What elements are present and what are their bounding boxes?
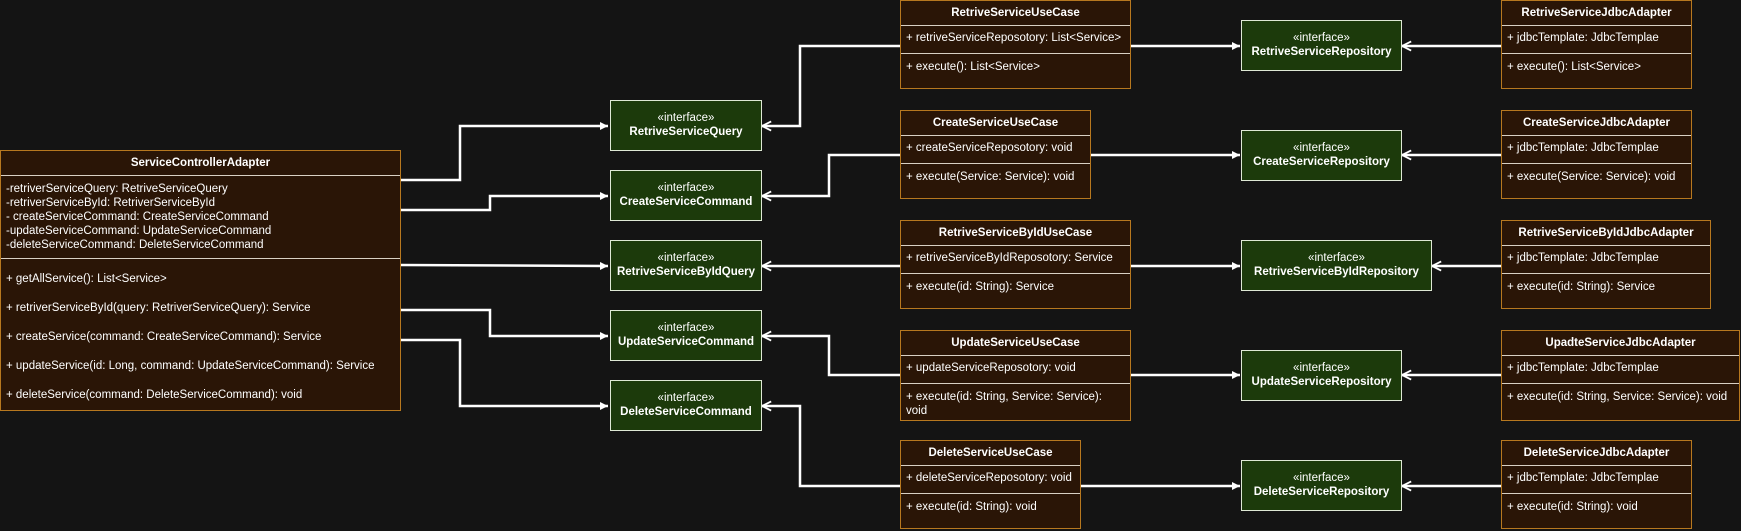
interface-stereotype: «interface» (1293, 472, 1350, 484)
attribute: + retriveServiceByIdReposotory: Service (901, 246, 1130, 274)
attribute: + jdbcTemplate: JdbcTemplae (1502, 356, 1739, 384)
interface-retrive-service-by-id-query[interactable]: «interface» RetriveServiceByIdQuery (610, 240, 762, 291)
attribute: + jdbcTemplate: JdbcTemplae (1502, 136, 1691, 164)
operation: + execute(Service: Service): void (1507, 171, 1676, 183)
class-name: UpdateServiceUseCase (901, 331, 1130, 356)
attribute: -deleteServiceCommand: DeleteServiceComm… (6, 239, 264, 251)
interface-name: DeleteServiceCommand (620, 406, 752, 418)
operation: + execute(): List<Service> (1507, 61, 1641, 73)
interface-create-service-command[interactable]: «interface» CreateServiceCommand (610, 170, 762, 221)
operation-section: + getAllService(): List<Service> + retri… (1, 259, 400, 414)
class-name: RetriveServiceByIdUseCase (901, 221, 1130, 246)
interface-name: UpdateServiceCommand (617, 336, 755, 348)
edge-controller-update-command (401, 308, 608, 340)
attribute: - createServiceCommand: CreateServiceCom… (6, 211, 269, 223)
operation: + execute(id: String, Service: Service):… (1507, 391, 1728, 403)
interface-retrive-service-by-id-repository[interactable]: «interface» RetriveServiceByIdRepository (1241, 240, 1432, 291)
interface-delete-service-command[interactable]: «interface» DeleteServiceCommand (610, 380, 762, 431)
class-retrive-service-use-case[interactable]: RetriveServiceUseCase + retriveServiceRe… (900, 0, 1131, 89)
attribute: + jdbcTemplate: JdbcTemplae (1502, 246, 1710, 274)
operation: + execute(Service: Service): void (906, 171, 1075, 183)
class-name: RetriveServiceJdbcAdapter (1502, 1, 1691, 26)
class-service-controller-adapter[interactable]: ServiceControllerAdapter -retriverServic… (0, 150, 401, 411)
class-delete-service-jdbc-adapter[interactable]: DeleteServiceJdbcAdapter + jdbcTemplate:… (1501, 440, 1692, 529)
interface-name: RetriveServiceRepository (1251, 46, 1392, 58)
operation: + execute(id: String): void (1507, 501, 1638, 513)
class-retrive-service-by-id-jdbc-adapter[interactable]: RetriveServiceByIdJdbcAdapter + jdbcTemp… (1501, 220, 1711, 309)
class-delete-service-use-case[interactable]: DeleteServiceUseCase + deleteServiceRepo… (900, 440, 1081, 529)
operation: + retriverServiceById(query: RetriverSer… (6, 302, 311, 314)
class-name: CreateServiceJdbcAdapter (1502, 111, 1691, 136)
interface-name: CreateServiceRepository (1253, 156, 1390, 168)
interface-stereotype: «interface» (657, 252, 715, 264)
interface-stereotype: «interface» (657, 182, 715, 194)
interface-name: DeleteServiceRepository (1253, 486, 1390, 498)
interface-create-service-repository[interactable]: «interface» CreateServiceRepository (1241, 130, 1402, 181)
interface-update-service-command[interactable]: «interface» UpdateServiceCommand (610, 310, 762, 361)
operation: + deleteService(command: DeleteServiceCo… (6, 389, 303, 401)
class-name: DeleteServiceUseCase (901, 441, 1080, 466)
class-retrive-service-jdbc-adapter[interactable]: RetriveServiceJdbcAdapter + jdbcTemplate… (1501, 0, 1692, 89)
class-update-service-use-case[interactable]: UpdateServiceUseCase + updateServiceRepo… (900, 330, 1131, 421)
edge-controller-byid-query (400, 261, 609, 270)
class-create-service-use-case[interactable]: CreateServiceUseCase + createServiceRepo… (900, 110, 1091, 199)
attribute: -retriverServiceQuery: RetriveServiceQue… (6, 183, 228, 195)
operation: + execute(): List<Service> (906, 61, 1040, 73)
interface-name: RetriveServiceQuery (629, 126, 743, 138)
class-name: DeleteServiceJdbcAdapter (1502, 441, 1691, 466)
operation: + execute(id: String): void (906, 501, 1037, 513)
attribute: -updateServiceCommand: UpdateServiceComm… (6, 225, 272, 237)
attribute: + jdbcTemplate: JdbcTemplae (1502, 26, 1691, 54)
interface-stereotype: «interface» (657, 322, 715, 334)
interface-stereotype: «interface» (657, 112, 715, 124)
interface-name: RetriveServiceByIdQuery (616, 266, 756, 278)
interface-name: CreateServiceCommand (619, 196, 753, 208)
attribute-section: -retriverServiceQuery: RetriveServiceQue… (1, 176, 400, 259)
operation: + execute(id: String, Service: Service):… (901, 384, 1130, 422)
interface-stereotype: «interface» (1308, 252, 1365, 264)
edge-update-usecase-command (762, 336, 900, 377)
edge-controller-delete-command (401, 338, 608, 410)
edge-controller-retrive-query (401, 122, 608, 182)
interface-stereotype: «interface» (1293, 32, 1350, 44)
operation: + execute(id: String): Service (906, 281, 1054, 293)
interface-stereotype: «interface» (657, 392, 715, 404)
edge-controller-create-command (401, 192, 608, 212)
edge-retrive-usecase-query (762, 44, 900, 126)
interface-retrive-service-query[interactable]: «interface» RetriveServiceQuery (610, 100, 762, 151)
interface-retrive-service-repository[interactable]: «interface» RetriveServiceRepository (1241, 20, 1402, 71)
interface-stereotype: «interface» (1293, 362, 1350, 374)
interface-stereotype: «interface» (1293, 142, 1350, 154)
attribute: -retriverServiceById: RetriverServiceByI… (6, 197, 215, 209)
interface-name: RetriveServiceByIdRepository (1254, 266, 1419, 278)
edge-create-usecase-command (762, 153, 900, 196)
operation: + execute(id: String): Service (1507, 281, 1655, 293)
class-name: CreateServiceUseCase (901, 111, 1090, 136)
class-create-service-jdbc-adapter[interactable]: CreateServiceJdbcAdapter + jdbcTemplate:… (1501, 110, 1692, 199)
interface-name: UpdateServiceRepository (1251, 376, 1392, 388)
attribute: + updateServiceReposotory: void (901, 356, 1130, 384)
edge-delete-usecase-command (762, 406, 900, 488)
class-update-service-jdbc-adapter[interactable]: UpadteServiceJdbcAdapter + jdbcTemplate:… (1501, 330, 1740, 421)
class-name: UpadteServiceJdbcAdapter (1502, 331, 1739, 356)
class-retrive-service-by-id-use-case[interactable]: RetriveServiceByIdUseCase + retriveServi… (900, 220, 1131, 309)
operation: + getAllService(): List<Service> (6, 273, 167, 285)
attribute: + createServiceReposotory: void (901, 136, 1090, 164)
class-name: RetriveServiceUseCase (901, 1, 1130, 26)
interface-update-service-repository[interactable]: «interface» UpdateServiceRepository (1241, 350, 1402, 401)
attribute: + jdbcTemplate: JdbcTemplae (1502, 466, 1691, 494)
attribute: + deleteServiceReposotory: void (901, 466, 1080, 494)
attribute: + retriveServiceReposotory: List<Service… (901, 26, 1130, 54)
class-name: ServiceControllerAdapter (1, 151, 400, 176)
class-name: RetriveServiceByIdJdbcAdapter (1502, 221, 1710, 246)
operation: + updateService(id: Long, command: Updat… (6, 360, 375, 372)
interface-delete-service-repository[interactable]: «interface» DeleteServiceRepository (1241, 460, 1402, 511)
operation-text: + execute(id: String, Service: Service):… (906, 391, 1102, 417)
operation: + createService(command: CreateServiceCo… (6, 331, 322, 343)
